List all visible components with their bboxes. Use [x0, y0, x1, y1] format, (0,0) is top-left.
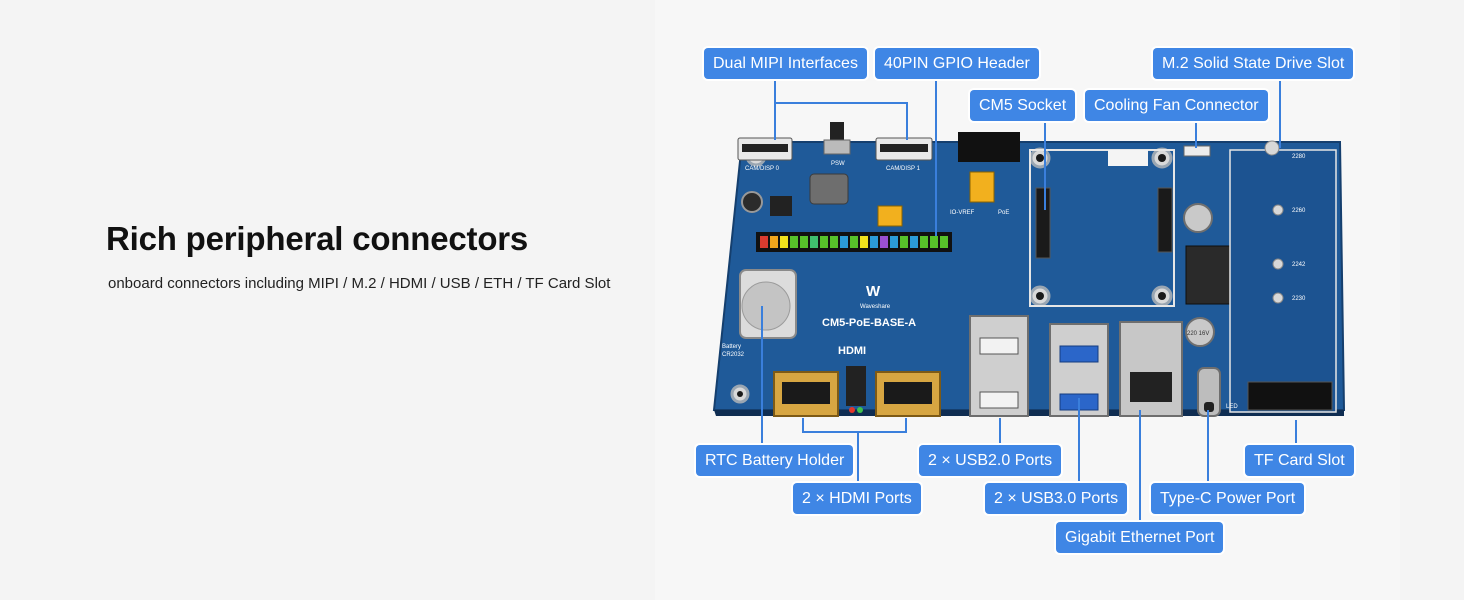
- ioref-label: IO-VREF: [950, 210, 975, 216]
- rtc-battery: [741, 281, 791, 331]
- mount-hole-center: [737, 391, 743, 397]
- callout-cm5-socket: CM5 Socket: [970, 90, 1076, 121]
- gpio-pin: [800, 236, 808, 248]
- subheadline: onboard connectors including MIPI / M.2 …: [108, 275, 611, 292]
- gpio-pin: [760, 236, 768, 248]
- callout-dual-mipi: Dual MIPI Interfaces: [704, 48, 867, 79]
- gpio-pin: [930, 236, 938, 248]
- led-indicator-block: [846, 366, 866, 406]
- board-illustration: CAM/DISP 0 CAM/DISP 1 PSW: [700, 110, 1360, 440]
- cam0-label: CAM/DISP 0: [745, 166, 780, 172]
- psw-label: PSW: [831, 161, 845, 167]
- leader-hdmi-bracket: [802, 418, 907, 433]
- callout-hdmi: 2 × HDMI Ports: [793, 483, 921, 514]
- jumper-block: [877, 205, 903, 227]
- cam-connector-0-slot: [742, 144, 788, 152]
- gpio-pin: [910, 236, 918, 248]
- headline: Rich peripheral connectors: [106, 220, 529, 257]
- m2-length-2280: 2280: [1292, 154, 1306, 160]
- cm5-label-sticker: [1108, 150, 1148, 166]
- gpio-pin: [940, 236, 948, 248]
- battery-label: Battery: [722, 344, 741, 350]
- board-drawing: CAM/DISP 0 CAM/DISP 1 PSW: [712, 122, 1346, 417]
- usb3-port-top: [1059, 345, 1099, 363]
- cam1-label: CAM/DISP 1: [886, 166, 921, 172]
- m2-length-2230: 2230: [1292, 296, 1306, 302]
- m2-standoff: [1272, 258, 1284, 270]
- power-switch: [830, 122, 844, 144]
- callout-usb2: 2 × USB2.0 Ports: [919, 445, 1062, 476]
- gpio-pin: [850, 236, 858, 248]
- gpio-pin: [790, 236, 798, 248]
- gpio-pin: [820, 236, 828, 248]
- cam-connector-1-slot: [880, 144, 928, 152]
- hdmi-silkscreen: HDMI: [838, 345, 866, 357]
- hdmi-port-2-opening: [884, 382, 932, 404]
- capacitor-large-2: [1185, 317, 1215, 347]
- usb2-port-top: [979, 337, 1019, 355]
- mount-hole-center: [1036, 292, 1044, 300]
- led-green: [857, 407, 863, 413]
- capacitor-large: [1183, 203, 1213, 233]
- gpio-pin: [830, 236, 838, 248]
- callout-cooling-fan: Cooling Fan Connector: [1085, 90, 1268, 121]
- m2-length-2260: 2260: [1292, 208, 1306, 214]
- leader-mipi-right: [775, 102, 908, 140]
- hdmi-port-1-opening: [782, 382, 830, 404]
- gpio-header: [756, 232, 952, 252]
- callout-type-c: Type-C Power Port: [1151, 483, 1305, 514]
- led-label: LED: [1226, 404, 1238, 410]
- gpio-pin: [840, 236, 848, 248]
- board-name: CM5-PoE-BASE-A: [822, 317, 916, 329]
- gpio-pin: [780, 236, 788, 248]
- gpio-pin: [900, 236, 908, 248]
- gpio-pin: [920, 236, 928, 248]
- callout-ethernet: Gigabit Ethernet Port: [1056, 522, 1224, 553]
- callout-gpio-header: 40PIN GPIO Header: [875, 48, 1039, 79]
- power-switch-base: [823, 139, 851, 155]
- poe-label: PoE: [998, 210, 1009, 216]
- poe-header: [958, 132, 1020, 162]
- m2-standoff: [1272, 204, 1284, 216]
- battery-model-label: CR2032: [722, 352, 745, 358]
- type-c-opening: [1204, 402, 1214, 412]
- capacitor-label: 220 16V: [1187, 331, 1209, 337]
- m2-length-2242: 2242: [1292, 262, 1306, 268]
- ethernet-port-opening: [1130, 372, 1172, 402]
- usb2-port-bottom: [979, 391, 1019, 409]
- ioref-jumper: [969, 171, 995, 203]
- cm5-socket-outline: [1029, 149, 1175, 307]
- gpio-pin: [810, 236, 818, 248]
- m2-slot-area: [1229, 149, 1337, 413]
- cm5-connector-right: [1157, 187, 1173, 253]
- mount-hole-center: [1036, 154, 1044, 162]
- cm5-connector-left: [1035, 187, 1051, 259]
- ic-chip: [770, 196, 792, 216]
- waveshare-logo-mark: W: [866, 283, 881, 300]
- capacitor-small: [741, 191, 763, 213]
- gpio-pin: [860, 236, 868, 248]
- m2-connector: [1247, 381, 1333, 411]
- mount-hole-center: [1158, 154, 1166, 162]
- led-red: [849, 407, 855, 413]
- callout-m2-slot: M.2 Solid State Drive Slot: [1153, 48, 1354, 79]
- gpio-pin: [880, 236, 888, 248]
- gpio-pin: [890, 236, 898, 248]
- callout-tf-card: TF Card Slot: [1245, 445, 1354, 476]
- m2-standoff: [1272, 292, 1284, 304]
- gpio-pin: [870, 236, 878, 248]
- callout-rtc-battery: RTC Battery Holder: [696, 445, 854, 476]
- callout-usb3: 2 × USB3.0 Ports: [985, 483, 1128, 514]
- mount-hole-center: [1158, 292, 1166, 300]
- inductor: [809, 173, 849, 205]
- brand-label: Waveshare: [860, 304, 891, 310]
- gpio-pin: [770, 236, 778, 248]
